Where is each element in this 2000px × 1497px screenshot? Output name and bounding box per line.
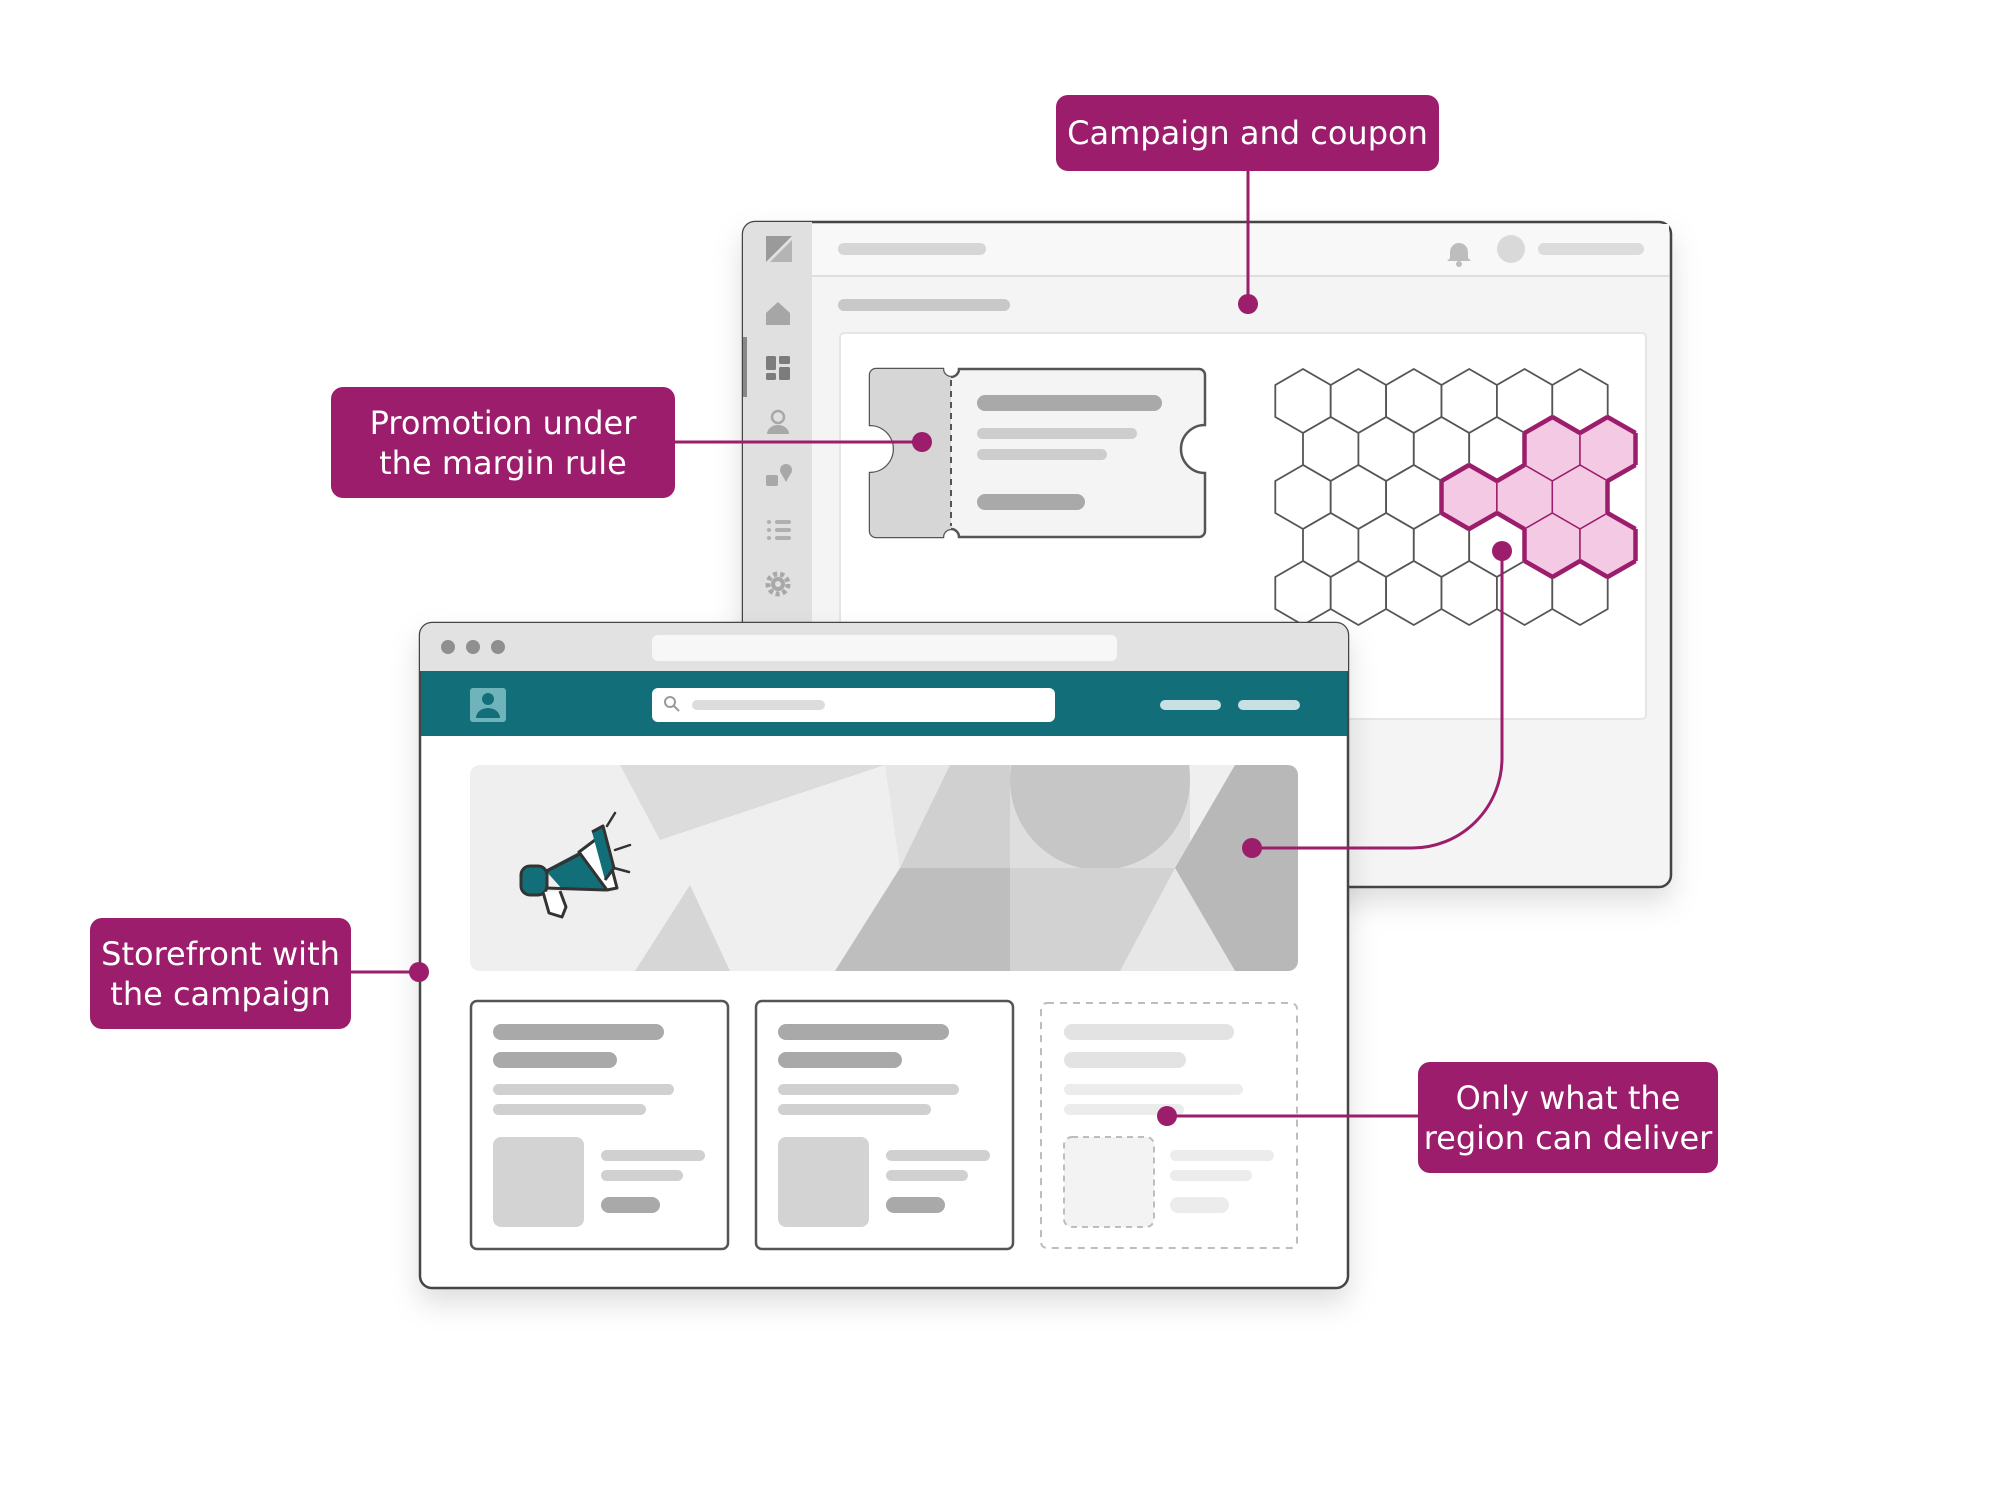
- admin-user-name: [1538, 243, 1644, 255]
- store-logo-icon[interactable]: [470, 688, 506, 722]
- user-icon[interactable]: [767, 409, 789, 434]
- window-control-minimize[interactable]: [466, 640, 480, 654]
- sidebar-active-indicator: [743, 337, 747, 397]
- megaphone-icon: [519, 811, 632, 919]
- search-placeholder: [692, 700, 825, 710]
- callout-campaign-coupon: Campaign and coupon: [1056, 95, 1439, 171]
- browser-address-bar[interactable]: [652, 635, 1117, 661]
- connector-dot: [1157, 1106, 1177, 1126]
- callout-promotion-line2: the margin rule: [379, 443, 627, 482]
- admin-topbar-title: [838, 243, 986, 255]
- callout-storefront: Storefront with the campaign: [90, 918, 351, 1029]
- admin-page-title: [838, 299, 1010, 311]
- connector-dot: [1492, 541, 1512, 561]
- connector-dot: [409, 962, 429, 982]
- callout-campaign-coupon-text: Campaign and coupon: [1067, 114, 1428, 152]
- connector-dot: [912, 432, 932, 452]
- logo-icon: [766, 236, 792, 262]
- product-card[interactable]: [469, 999, 730, 1251]
- search-icon[interactable]: [664, 696, 680, 712]
- region-boundary: [1439, 415, 1638, 579]
- connector-dots: [409, 294, 1512, 1126]
- connector-banner-region: [1252, 551, 1504, 850]
- list-icon[interactable]: [767, 520, 791, 540]
- callout-promotion-line1: Promotion under: [369, 403, 637, 442]
- nav-link-1[interactable]: [1160, 700, 1221, 710]
- callout-storefront-line2: the campaign: [110, 974, 331, 1013]
- storefront-window: [418, 621, 1350, 1290]
- avatar[interactable]: [1497, 235, 1525, 263]
- callout-region: Only what the region can deliver: [1418, 1062, 1718, 1173]
- connectors: [350, 170, 1504, 1118]
- search-input[interactable]: [652, 688, 1055, 722]
- window-control-close[interactable]: [441, 640, 455, 654]
- product-card[interactable]: [754, 999, 1015, 1251]
- callout-region-line2: region can deliver: [1423, 1118, 1713, 1157]
- map-pin-icon[interactable]: [766, 464, 792, 486]
- bell-icon[interactable]: [1447, 243, 1471, 267]
- campaign-banner[interactable]: [470, 690, 1298, 971]
- dashboard-icon[interactable]: [766, 356, 790, 380]
- region-hex-grid: [1274, 367, 1637, 627]
- connector-dot: [1238, 294, 1258, 314]
- gear-icon[interactable]: [765, 571, 791, 597]
- deliverable-region-highlight[interactable]: [1439, 415, 1638, 579]
- callout-storefront-line1: Storefront with: [101, 934, 340, 973]
- home-icon[interactable]: [766, 302, 790, 325]
- coupon-ticket[interactable]: [868, 367, 1207, 539]
- window-control-maximize[interactable]: [491, 640, 505, 654]
- callout-region-line1: Only what the: [1455, 1078, 1681, 1117]
- connector-dot: [1242, 838, 1262, 858]
- nav-link-2[interactable]: [1238, 700, 1300, 710]
- callout-promotion: Promotion under the margin rule: [331, 387, 675, 498]
